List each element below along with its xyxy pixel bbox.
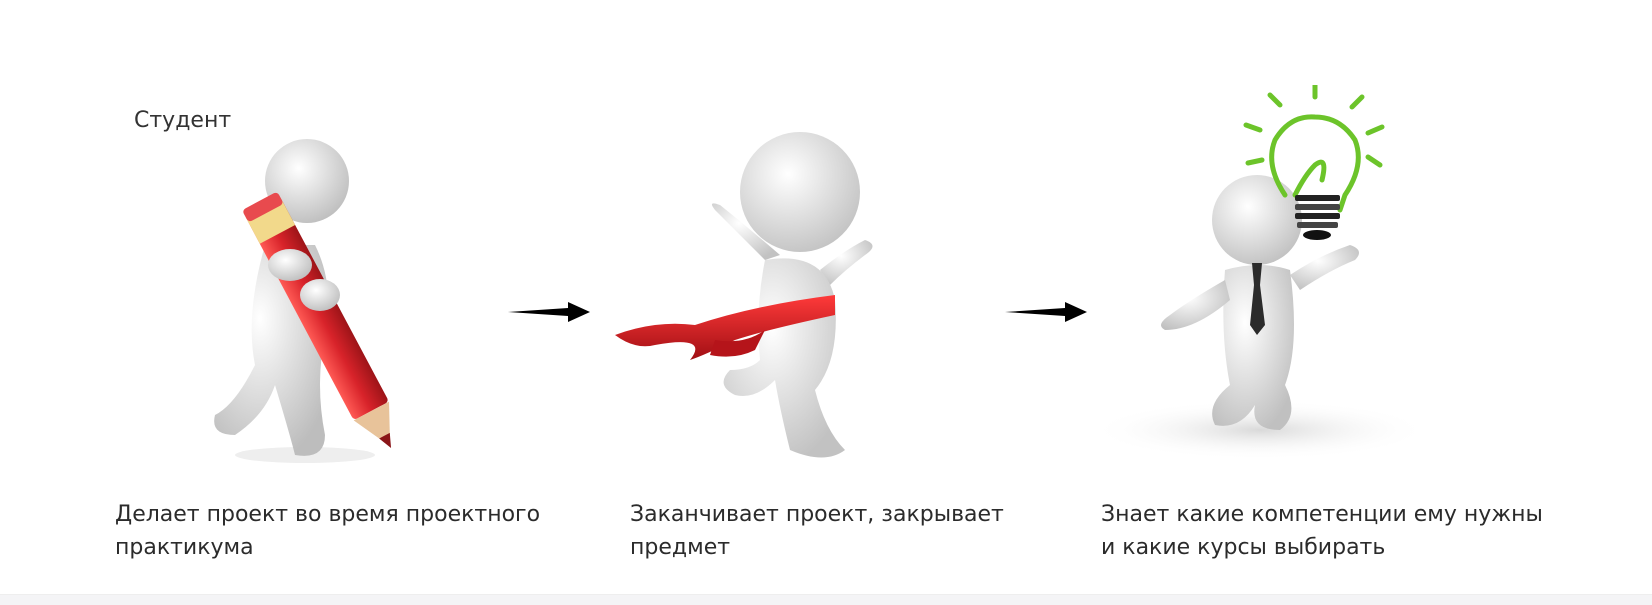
step-1-caption: Делает проект во время проектного практи… xyxy=(115,502,541,560)
figure-with-lightbulb-icon xyxy=(1100,85,1430,460)
flow-arrow-2 xyxy=(1005,300,1087,328)
step-2-illustration xyxy=(615,130,905,480)
student-label: Студент xyxy=(134,108,232,133)
right-arrow-icon xyxy=(508,302,590,322)
bottom-divider xyxy=(0,594,1652,605)
step-3-caption: Знает какие компетенции ему нужны и каки… xyxy=(1101,502,1543,560)
right-arrow-icon xyxy=(1005,302,1087,322)
step-3-illustration xyxy=(1100,85,1450,480)
step-1-illustration xyxy=(195,135,515,480)
figure-finishing-race-icon xyxy=(615,132,873,458)
step-2-caption: Заканчивает проект, закрывает предмет xyxy=(630,502,1004,560)
figure-with-pencil-icon xyxy=(214,139,392,463)
flow-arrow-1 xyxy=(508,300,590,328)
